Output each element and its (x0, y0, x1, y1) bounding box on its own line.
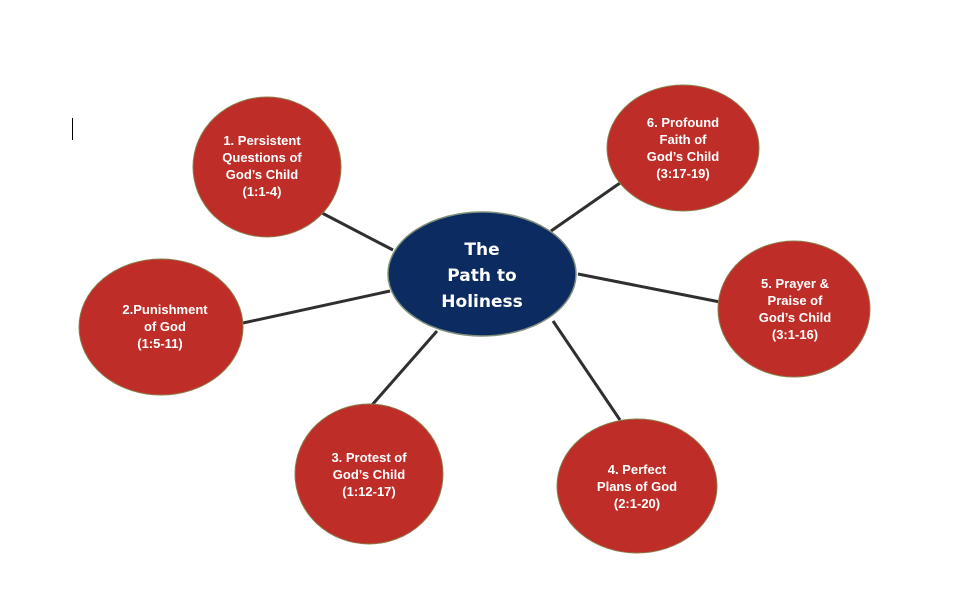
connector-node-6 (550, 181, 621, 233)
node-2: 2.Punishment of God (1:5-11) (78, 258, 244, 396)
node-4: 4. Perfect Plans of God (2:1-20) (556, 418, 718, 554)
center-title-line-1: The (464, 240, 499, 260)
connector-node-3 (370, 330, 439, 406)
connector-node-5 (577, 272, 721, 304)
node-5-ellipse (717, 240, 871, 378)
center-ellipse (387, 211, 577, 337)
center-title-line-3: Holiness (441, 292, 522, 312)
node-1-line-1: 1. Persistent (223, 133, 301, 148)
node-5-line-3: God’s Child (759, 310, 832, 325)
node-5-line-1: 5. Prayer & (761, 276, 829, 291)
node-1: 1. Persistent Questions of God’s Child (… (192, 96, 342, 238)
connector-node-4 (551, 320, 622, 421)
node-1-ellipse (192, 96, 342, 238)
node-1-line-2: Questions of (222, 150, 302, 165)
node-6-line-4: (3:17-19) (656, 166, 709, 181)
connector-node-2 (242, 289, 391, 325)
node-2-line-1: 2.Punishment (122, 302, 208, 317)
center-node: The Path to Holiness (387, 211, 577, 337)
node-2-line-2: of God (144, 319, 186, 334)
center-title-line-2: Path to (447, 266, 516, 286)
node-5-line-4: (3:1-16) (772, 327, 818, 342)
node-1-line-4: (1:1-4) (242, 184, 281, 199)
node-3-line-3: (1:12-17) (342, 484, 395, 499)
node-6: 6. Profound Faith of God’s Child (3:17-1… (606, 84, 760, 212)
node-2-line-3: (1:5-11) (137, 336, 183, 351)
text-cursor (72, 118, 73, 140)
node-3: 3. Protest of God’s Child (1:12-17) (294, 403, 444, 545)
connector-node-1 (321, 211, 394, 252)
node-3-line-2: God’s Child (333, 467, 406, 482)
node-1-line-3: God’s Child (226, 167, 299, 182)
node-2-ellipse (78, 258, 244, 396)
node-4-line-3: (2:1-20) (614, 496, 660, 511)
node-4-ellipse (556, 418, 718, 554)
node-4-line-1: 4. Perfect (608, 462, 667, 477)
node-5-line-2: Praise of (768, 293, 824, 308)
node-3-ellipse (294, 403, 444, 545)
node-6-ellipse (606, 84, 760, 212)
node-6-line-3: God’s Child (647, 149, 720, 164)
node-4-line-2: Plans of God (597, 479, 677, 494)
node-5: 5. Prayer & Praise of God’s Child (3:1-1… (717, 240, 871, 378)
node-6-line-1: 6. Profound (647, 115, 719, 130)
connectors (242, 181, 721, 421)
node-3-line-1: 3. Protest of (331, 450, 407, 465)
node-6-line-2: Faith of (660, 132, 708, 147)
